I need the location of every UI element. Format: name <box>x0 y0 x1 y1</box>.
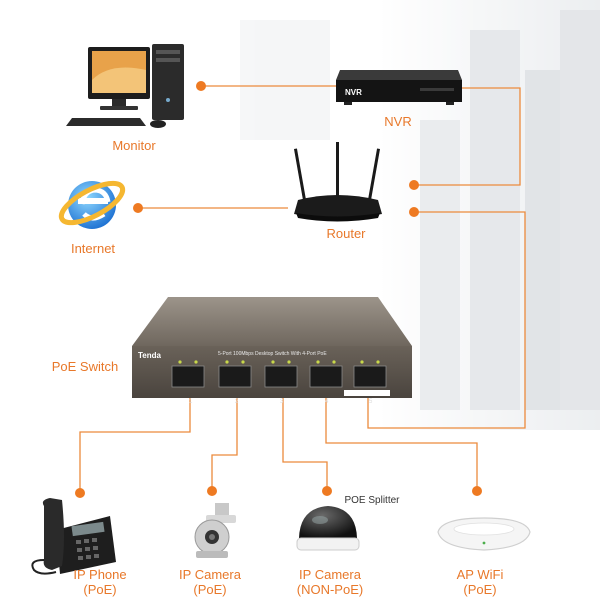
ip-phone-label: IP Phone (PoE) <box>73 567 127 597</box>
port-number-5: 5 <box>369 399 373 405</box>
ip-camera-poe-icon <box>194 503 236 558</box>
port4-ap-link <box>325 392 478 488</box>
internet-label: Internet <box>70 241 116 256</box>
port-number-4: 4 <box>325 399 329 405</box>
nvr-device-icon: NVR <box>336 70 462 105</box>
nvr-switch-link <box>414 87 521 186</box>
router-label: Router <box>326 226 366 241</box>
port1-phone-link <box>79 392 191 490</box>
port-number-3: 3 <box>280 399 284 405</box>
desktop-computer-icon <box>66 44 184 128</box>
nvr-logo-text: NVR <box>345 88 362 97</box>
switch-ports <box>171 365 387 388</box>
router-switch-link <box>367 211 526 429</box>
ap-wifi-icon <box>437 517 531 551</box>
poe-splitter-label: POE Splitter <box>344 495 400 506</box>
router-device-icon <box>293 142 382 222</box>
port-number-2: 2 <box>235 399 239 405</box>
background-buildings <box>240 0 600 430</box>
nvr-label: NVR <box>384 114 412 129</box>
ip-camera-non-poe-label: IP Camera (NON-PoE) <box>296 567 364 597</box>
internet-explorer-icon <box>58 180 126 229</box>
connector-lines <box>79 85 526 490</box>
poe-switch-icon: Tenda 5-Port 100Mbps Desktop Switch With… <box>132 297 412 405</box>
port2-camera-link <box>211 392 238 488</box>
switch-leds <box>178 360 380 364</box>
connector-dots <box>75 81 482 498</box>
monitor-label: Monitor <box>112 138 156 153</box>
ap-wifi-label: AP WiFi (PoE) <box>456 567 504 597</box>
port-number-1: 1 <box>189 399 193 405</box>
port3-camera-link <box>282 392 328 488</box>
switch-brand-text: Tenda <box>138 351 162 360</box>
poe-switch-label: PoE Switch <box>51 359 119 374</box>
ip-phone-icon <box>31 498 116 575</box>
switch-model-text: 5-Port 100Mbps Desktop Switch With 4-Por… <box>218 351 327 357</box>
ip-camera-dome-icon <box>296 506 360 551</box>
ip-camera-poe-label: IP Camera (PoE) <box>179 567 241 597</box>
